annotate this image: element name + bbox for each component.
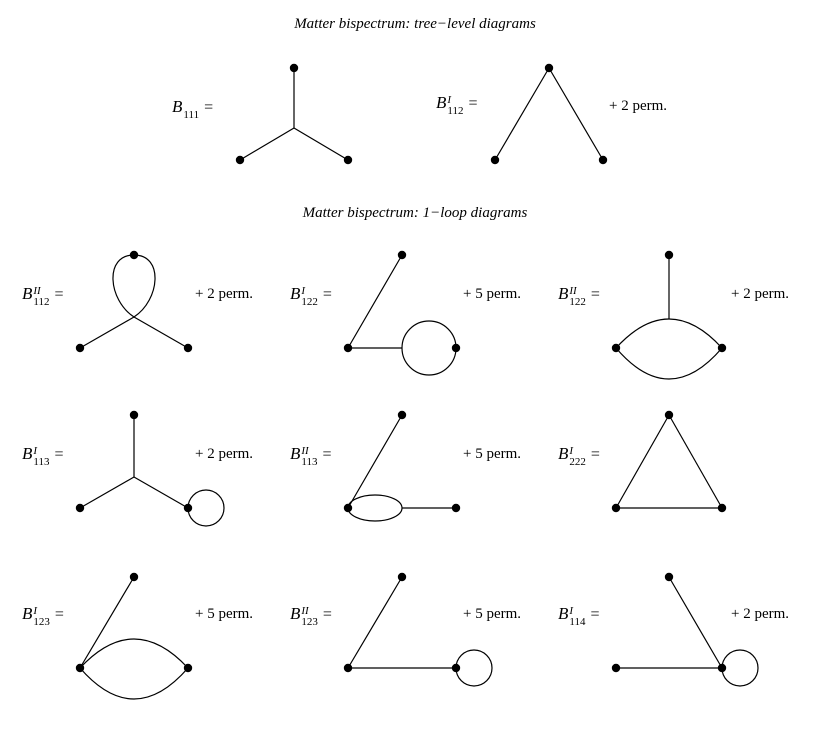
diagram-b122-II [611, 250, 727, 380]
perm-b122-I: + 5 perm. [463, 286, 522, 302]
perm-b123-I: + 5 perm. [195, 606, 254, 622]
diagram-b111 [235, 63, 353, 165]
diagram-b112-I [490, 63, 608, 165]
one-loop-header: Matter bispectrum: 1−loop diagrams [302, 205, 528, 221]
diagram-b122-I [343, 250, 461, 376]
perm-b123-II: + 5 perm. [463, 606, 522, 622]
diagram-b123-II [343, 572, 493, 687]
perm-b113-I: + 2 perm. [195, 446, 254, 462]
diagram-b113-I [75, 410, 225, 527]
perm-b112-II: + 2 perm. [195, 286, 254, 302]
tree-level-header: Matter bispectrum: tree−level diagrams [294, 16, 536, 32]
perm-b114-I: + 2 perm. [731, 606, 790, 622]
diagram-b113-II [343, 410, 461, 522]
perm-b112-I: + 2 perm. [609, 98, 668, 114]
perm-b122-II: + 2 perm. [731, 286, 790, 302]
diagram-b222-I [611, 410, 727, 513]
diagram-b123-I [75, 572, 193, 700]
diagram-b112-II [75, 250, 193, 353]
diagram-b114-I [611, 572, 759, 687]
perm-b113-II: + 5 perm. [463, 446, 522, 462]
